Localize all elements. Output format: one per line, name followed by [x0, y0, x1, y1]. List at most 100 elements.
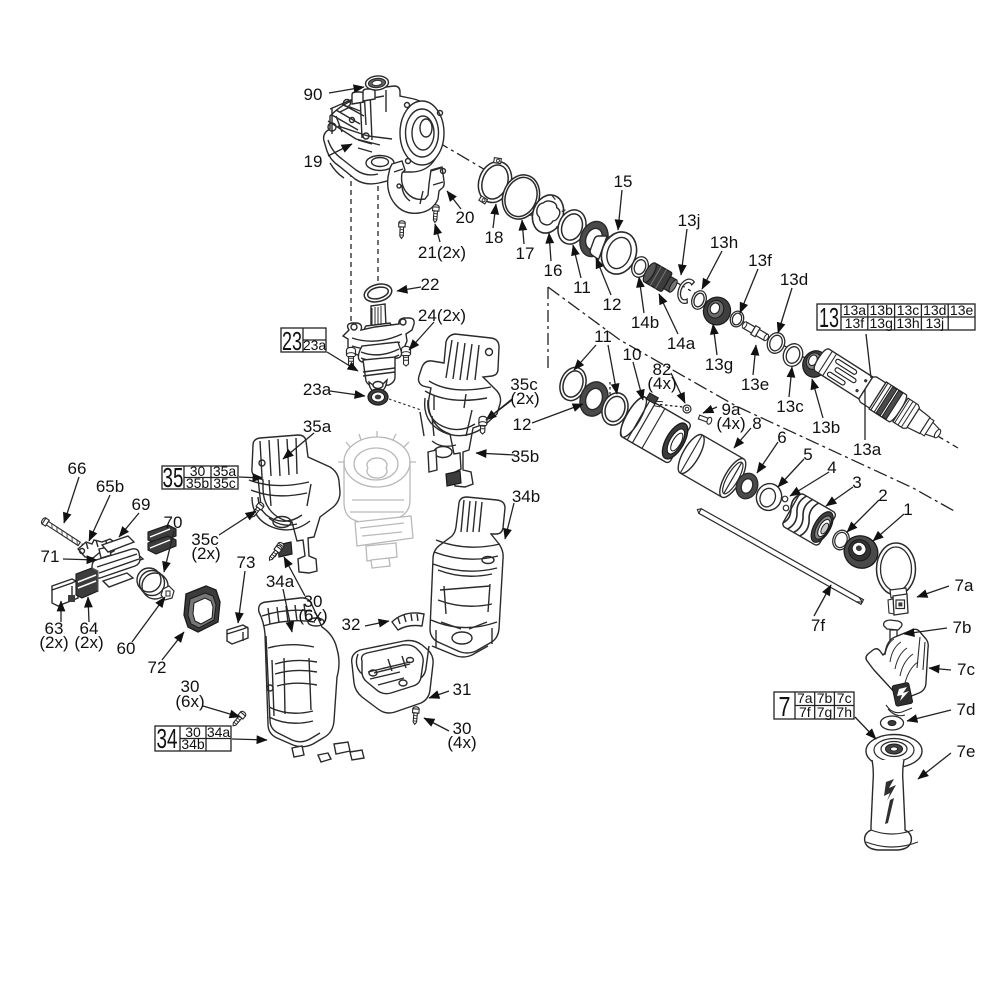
svg-text:35: 35	[163, 462, 184, 493]
svg-text:35c: 35c	[510, 375, 538, 394]
svg-text:13h: 13h	[710, 233, 738, 252]
svg-text:13j: 13j	[925, 315, 944, 331]
svg-text:(2x): (2x)	[74, 633, 103, 652]
svg-text:71: 71	[41, 547, 60, 566]
svg-text:64: 64	[80, 619, 99, 638]
svg-text:34b: 34b	[512, 487, 540, 506]
svg-text:13f: 13f	[748, 251, 772, 270]
svg-text:7b: 7b	[953, 618, 972, 637]
svg-text:35b: 35b	[186, 475, 210, 491]
svg-text:13h: 13h	[896, 315, 919, 331]
svg-text:7d: 7d	[957, 700, 976, 719]
svg-text:30: 30	[304, 592, 323, 611]
svg-text:34: 34	[157, 723, 178, 754]
svg-text:30: 30	[190, 463, 206, 479]
svg-text:70: 70	[164, 513, 183, 532]
svg-text:73: 73	[237, 553, 256, 572]
svg-text:65b: 65b	[96, 477, 124, 496]
svg-text:18: 18	[485, 228, 504, 247]
svg-text:13g: 13g	[705, 355, 733, 374]
svg-text:19: 19	[304, 152, 323, 171]
svg-text:13f: 13f	[845, 315, 865, 331]
svg-text:7e: 7e	[957, 742, 976, 761]
svg-text:13g: 13g	[870, 315, 893, 331]
svg-text:60: 60	[117, 639, 136, 658]
svg-text:32: 32	[342, 615, 361, 634]
svg-text:13e: 13e	[741, 375, 769, 394]
svg-text:7: 7	[779, 691, 791, 722]
svg-text:7f: 7f	[811, 616, 825, 635]
svg-text:(4x): (4x)	[447, 733, 476, 752]
svg-text:13c: 13c	[776, 397, 804, 416]
svg-text:24(2x): 24(2x)	[418, 306, 466, 325]
svg-text:66: 66	[68, 459, 87, 478]
svg-text:7b: 7b	[817, 690, 833, 706]
svg-text:34a: 34a	[207, 724, 231, 740]
svg-text:30: 30	[181, 677, 200, 696]
svg-text:13e: 13e	[950, 302, 974, 318]
svg-text:1: 1	[903, 500, 912, 519]
svg-text:35c: 35c	[213, 475, 236, 491]
svg-text:21(2x): 21(2x)	[418, 243, 466, 262]
svg-text:30: 30	[185, 724, 201, 740]
svg-text:13d: 13d	[923, 302, 946, 318]
svg-text:4: 4	[827, 458, 836, 477]
svg-text:20: 20	[456, 208, 475, 227]
svg-text:7a: 7a	[955, 576, 974, 595]
svg-text:13b: 13b	[870, 302, 894, 318]
svg-text:31: 31	[453, 680, 472, 699]
svg-text:11: 11	[573, 278, 591, 297]
svg-text:(6x): (6x)	[298, 606, 327, 625]
svg-text:34b: 34b	[181, 736, 205, 752]
svg-text:12: 12	[513, 415, 532, 434]
svg-text:5: 5	[803, 445, 812, 464]
svg-text:16: 16	[544, 261, 563, 280]
svg-text:13: 13	[819, 302, 839, 333]
svg-text:14b: 14b	[631, 313, 659, 332]
svg-text:13a: 13a	[843, 302, 867, 318]
svg-text:7g: 7g	[817, 704, 833, 720]
svg-text:17: 17	[516, 244, 535, 263]
svg-text:7c: 7c	[837, 690, 852, 706]
svg-text:13c: 13c	[897, 302, 920, 318]
svg-text:7h: 7h	[836, 704, 852, 720]
svg-text:12: 12	[603, 295, 622, 314]
svg-text:(4x): (4x)	[716, 414, 745, 433]
svg-text:72: 72	[148, 658, 167, 677]
svg-text:6: 6	[777, 428, 786, 447]
svg-text:82: 82	[653, 360, 672, 379]
svg-text:10: 10	[623, 345, 642, 364]
svg-text:22: 22	[421, 275, 440, 294]
svg-text:13j: 13j	[678, 211, 701, 230]
svg-text:23a: 23a	[303, 380, 332, 399]
svg-text:15: 15	[614, 172, 633, 191]
svg-text:3: 3	[852, 473, 861, 492]
svg-text:35c: 35c	[191, 530, 219, 549]
svg-text:(2x): (2x)	[510, 389, 539, 408]
svg-text:13d: 13d	[780, 270, 808, 289]
svg-text:30: 30	[453, 719, 472, 738]
svg-text:(2x): (2x)	[39, 633, 68, 652]
svg-text:7a: 7a	[797, 690, 813, 706]
svg-text:13b: 13b	[812, 418, 840, 437]
svg-text:7c: 7c	[957, 660, 975, 679]
svg-text:(2x): (2x)	[191, 544, 220, 563]
svg-text:11: 11	[594, 327, 612, 346]
svg-text:(6x): (6x)	[175, 692, 204, 711]
svg-text:8: 8	[752, 414, 761, 433]
svg-text:(4x): (4x)	[647, 374, 676, 393]
svg-text:23: 23	[282, 326, 302, 356]
svg-text:35b: 35b	[511, 447, 539, 466]
svg-text:69: 69	[132, 495, 151, 514]
svg-text:35a: 35a	[303, 417, 332, 436]
svg-text:34a: 34a	[266, 572, 295, 591]
svg-text:63: 63	[45, 619, 64, 638]
svg-text:9a: 9a	[722, 400, 741, 419]
svg-text:90: 90	[304, 85, 323, 104]
svg-text:13a: 13a	[853, 440, 882, 459]
svg-text:2: 2	[878, 486, 887, 505]
svg-text:23a: 23a	[303, 337, 327, 353]
svg-text:35a: 35a	[213, 463, 237, 479]
svg-text:7f: 7f	[799, 704, 811, 720]
svg-text:14a: 14a	[667, 334, 696, 353]
